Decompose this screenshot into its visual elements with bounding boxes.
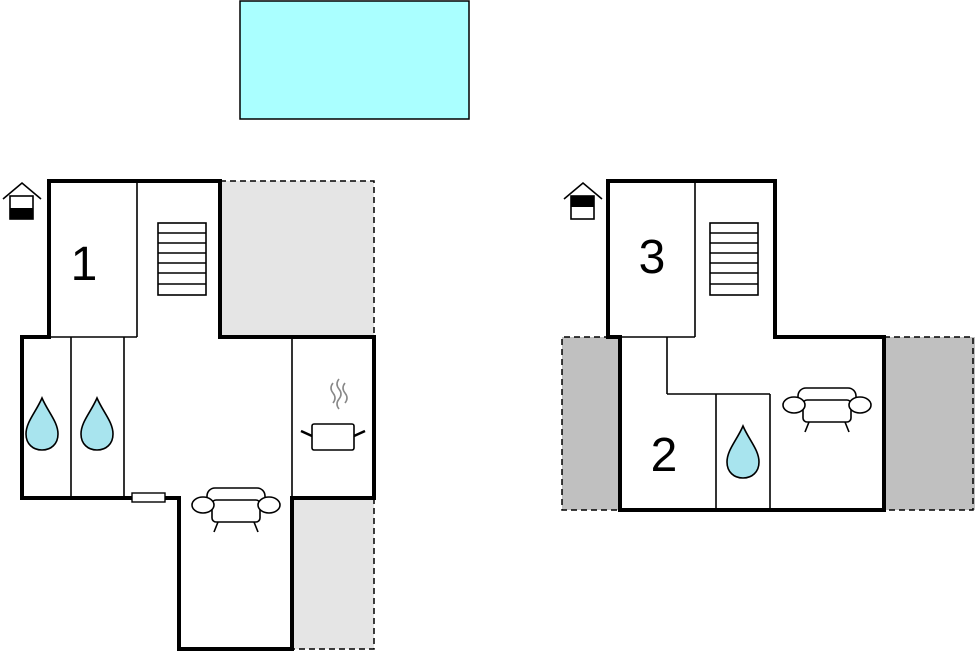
terrace-top-right (220, 181, 374, 337)
room-number-1: 1 (71, 238, 98, 291)
upper-floor-plan: 3 2 (561, 179, 975, 512)
house-floor-icon (2, 181, 42, 220)
stairs-icon (709, 222, 759, 296)
house-floor-icon (563, 181, 603, 220)
terrace-bottom-right (292, 498, 374, 649)
ground-floor-plan: 1 (2, 179, 376, 651)
sofa-icon (782, 387, 872, 433)
room-number-2: 2 (651, 429, 678, 482)
sofa-icon (191, 487, 281, 533)
pool (239, 0, 470, 120)
ground-floor-outer-wall (20, 179, 376, 651)
terrace-left (562, 337, 620, 510)
water-drop-icon (25, 395, 59, 451)
water-drop-icon (80, 395, 114, 451)
water-drop-icon (726, 423, 760, 479)
window (131, 492, 166, 503)
terrace-right (884, 337, 975, 510)
stairs-icon (157, 222, 207, 296)
cooking-pot-icon (300, 378, 366, 451)
room-number-3: 3 (639, 231, 666, 284)
